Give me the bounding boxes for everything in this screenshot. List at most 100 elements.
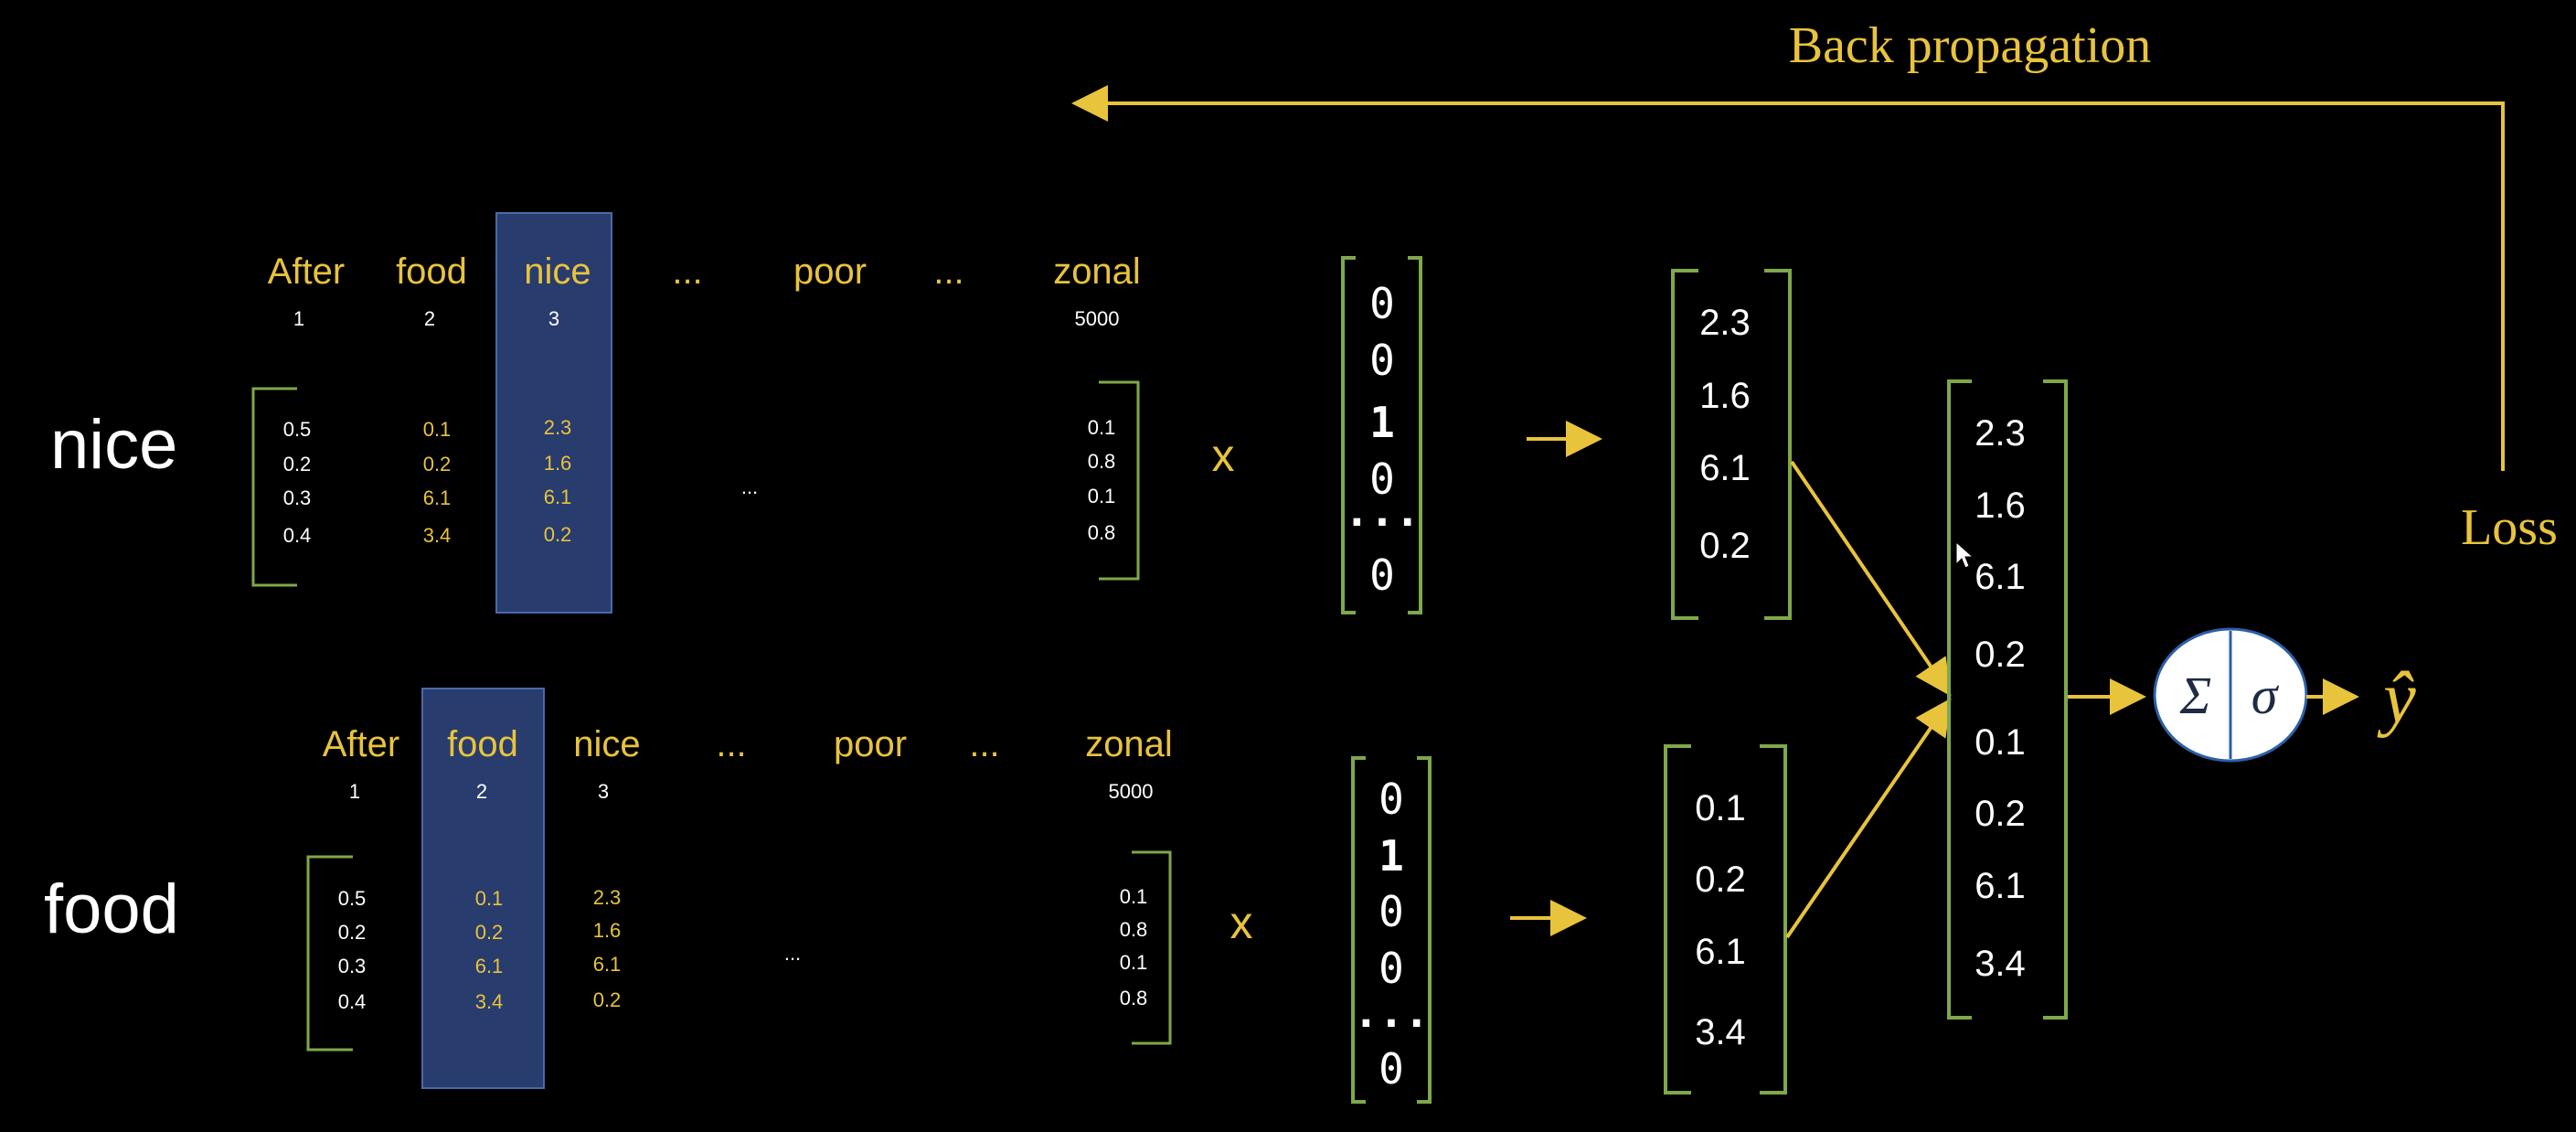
embedding-value: 2.3 <box>1699 303 1751 343</box>
onehot-bracket-left <box>1341 256 1356 614</box>
row-word-nice: nice <box>50 406 177 484</box>
embedding-value: 0.1 <box>1695 788 1746 828</box>
onehot-value: 0 <box>1378 887 1404 936</box>
vocab-header: nice <box>573 724 640 764</box>
matrix-cell: 1.6 <box>593 919 622 942</box>
matrix-cell: 0.2 <box>544 523 572 546</box>
concat-value: 6.1 <box>1975 557 2026 597</box>
matrix-cell: 3.4 <box>423 524 452 547</box>
matrix-cell: 0.5 <box>338 887 367 910</box>
onehot-bracket-left <box>1351 756 1366 1104</box>
onehot-value: 0 <box>1369 454 1395 504</box>
embedding-value: 0.2 <box>1699 526 1751 566</box>
vocab-header: ... <box>969 724 999 764</box>
matrix-cell: 2.3 <box>593 886 622 909</box>
neuron-node: Σ σ <box>2153 627 2308 763</box>
matrix-cell: 2.3 <box>544 416 572 439</box>
matrix-cell: 0.2 <box>593 988 622 1011</box>
vocab-index: 5000 <box>1075 307 1120 330</box>
index-row-1: 1 2 3 5000 <box>293 307 1120 330</box>
matrix-cell: 0.8 <box>1120 987 1148 1009</box>
embedding-value: 3.4 <box>1695 1012 1746 1052</box>
matrix-cell: 1.6 <box>544 452 572 475</box>
vocab-header: ... <box>716 724 746 764</box>
vocab-header: After <box>323 724 399 764</box>
onehot-value: 0 <box>1378 774 1404 824</box>
matrix-cell: 0.2 <box>475 921 504 944</box>
loss-label: Loss <box>2461 499 2558 556</box>
matrix-bracket-right <box>1132 850 1172 1045</box>
vocab-header-row-1: After food nice ... poor ... zonal <box>268 251 1141 292</box>
matrix-cell: 0.2 <box>423 453 452 475</box>
matrix-cell: 0.4 <box>283 524 312 547</box>
vocab-index: 2 <box>424 307 435 330</box>
sum-symbol: Σ <box>2179 666 2211 725</box>
matrix-ellipsis: ... <box>741 475 758 498</box>
vocab-header: poor <box>834 724 907 764</box>
matrix-col-2: 0.1 0.2 6.1 3.4 <box>423 418 452 547</box>
matrix-cell: 0.1 <box>423 418 452 441</box>
backprop-label: Back propagation <box>1789 17 2152 74</box>
backprop-arrow <box>1071 85 2505 471</box>
vocab-header: food <box>396 251 467 292</box>
concat-value: 3.4 <box>1975 944 2026 984</box>
row-word-food: food <box>44 870 179 948</box>
onehot-value: 1 <box>1378 831 1404 881</box>
vocab-header: zonal <box>1085 724 1173 764</box>
matrix-cell: 0.4 <box>338 990 367 1013</box>
matrix-bracket-right <box>1099 380 1140 581</box>
onehot-value: 0 <box>1369 550 1395 600</box>
vocab-header: nice <box>524 251 591 292</box>
concat-value: 0.1 <box>1975 722 2026 763</box>
vocab-index: 3 <box>598 780 609 803</box>
onehot-bracket-right <box>1417 756 1432 1104</box>
onehot-value: 0 <box>1369 279 1395 328</box>
matrix-col-3: 2.3 1.6 6.1 0.2 <box>593 886 622 1011</box>
concat-value: 2.3 <box>1975 413 2026 454</box>
mouse-cursor-icon <box>1955 540 1975 569</box>
matrix-cell: 0.1 <box>475 887 504 910</box>
matrix-cell: 0.1 <box>1088 485 1116 507</box>
embedding-bracket-right <box>1760 744 1787 1095</box>
embedding-vector-2: 0.1 0.2 6.1 3.4 <box>1695 788 1746 1052</box>
concat-bracket-left <box>1947 379 1972 1020</box>
matrix-cell: 0.1 <box>1088 416 1116 439</box>
concat-vector: 2.3 1.6 6.1 0.2 0.1 0.2 6.1 3.4 <box>1975 413 2026 984</box>
matrix-cell: 0.8 <box>1120 918 1148 941</box>
index-row-2: 1 2 3 5000 <box>349 780 1154 803</box>
embedding-vector-1: 2.3 1.6 6.1 0.2 <box>1699 303 1751 566</box>
embedding-bracket-left <box>1664 744 1691 1095</box>
concat-value: 1.6 <box>1975 486 2026 526</box>
vocab-header: poor <box>793 251 867 292</box>
vocab-header: ... <box>933 251 963 292</box>
matrix-col-1: 0.5 0.2 0.3 0.4 <box>283 418 312 547</box>
onehot-value: 0 <box>1369 336 1395 385</box>
onehot-vector-2: 0 1 0 0 ... 0 <box>1353 774 1429 1094</box>
embedding-bracket-right <box>1764 269 1792 620</box>
vocab-index: 5000 <box>1109 780 1154 803</box>
matrix-cell: 0.8 <box>1088 450 1116 473</box>
embedding-value: 0.2 <box>1695 860 1746 900</box>
vocab-index: 3 <box>548 307 559 330</box>
matrix-col-1: 0.5 0.2 0.3 0.4 <box>338 887 367 1013</box>
matrix-cell: 6.1 <box>475 955 504 977</box>
output-y-hat: ŷ <box>2377 658 2416 739</box>
matrix-cell: 0.3 <box>338 955 367 977</box>
matrix-col-last: 0.1 0.8 0.1 0.8 <box>1120 885 1148 1009</box>
matrix-cell: 0.2 <box>338 921 367 944</box>
merge-arrow-top <box>1790 460 1952 697</box>
matrix-cell: 0.1 <box>1120 885 1148 908</box>
matrix-cell: 6.1 <box>593 953 622 976</box>
matrix-cell: 0.1 <box>1120 951 1148 974</box>
embedding-value: 6.1 <box>1699 448 1751 488</box>
vocab-header: After <box>268 251 345 292</box>
concat-value: 0.2 <box>1975 635 2026 675</box>
multiply-sign: x <box>1212 430 1235 481</box>
matrix-col-2: 0.1 0.2 6.1 3.4 <box>475 887 504 1013</box>
onehot-value: ... <box>1344 486 1420 536</box>
vocab-header: ... <box>672 251 702 292</box>
concat-bracket-right <box>2043 379 2068 1020</box>
onehot-bracket-right <box>1408 256 1422 614</box>
vocab-index: 2 <box>476 780 487 803</box>
matrix-cell: 3.4 <box>475 990 504 1013</box>
